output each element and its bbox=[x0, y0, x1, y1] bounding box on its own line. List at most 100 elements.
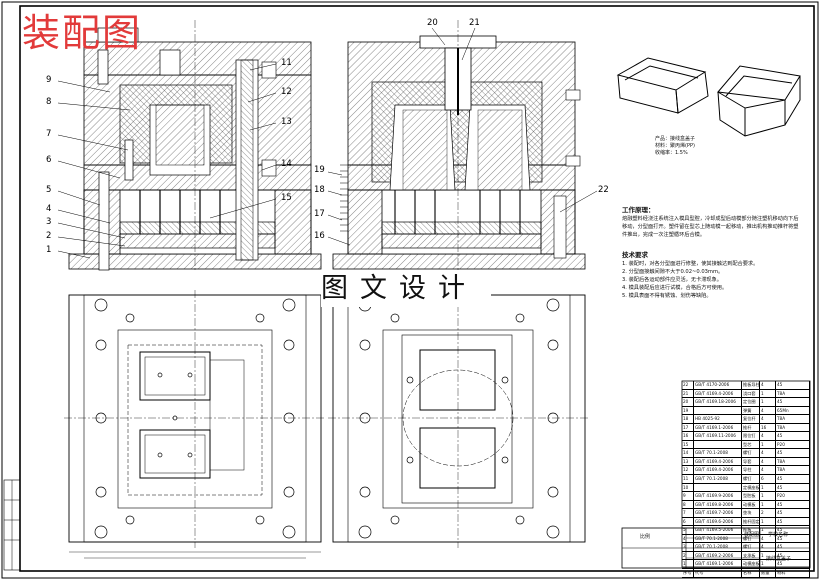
callout-20: 20 bbox=[427, 18, 438, 28]
banner-text: 图文设计 bbox=[321, 271, 491, 307]
bom-cell: 1 bbox=[760, 389, 776, 398]
bom-cell: 型腔板 bbox=[742, 492, 760, 500]
product-name: 产品：接线盒盖子 bbox=[655, 136, 696, 142]
bom-cell: 45 bbox=[776, 517, 810, 526]
bom-cell: 21 bbox=[682, 389, 694, 398]
bom-cell: 16 bbox=[682, 432, 694, 440]
tech-item: 4. 模具装配后应进行试模，合格后方可使用。 bbox=[622, 285, 728, 291]
bom-cell: 型芯 bbox=[742, 440, 760, 449]
bom-cell: 推板 bbox=[742, 526, 760, 534]
bom-cell: 动模板 bbox=[742, 500, 760, 509]
product-info: 产品：接线盒盖子 材料：聚丙烯(PP) 收缩率：1.5% bbox=[655, 136, 695, 157]
bom-cell: 45 bbox=[776, 483, 810, 492]
bom-cell: 20 bbox=[682, 398, 694, 406]
callout-8: 8 bbox=[46, 97, 52, 107]
bom-cell: 15 bbox=[682, 440, 694, 449]
callout-4: 4 bbox=[46, 204, 52, 214]
bom-cell: 7 bbox=[682, 509, 694, 517]
bom-cell: 45 bbox=[776, 432, 810, 440]
bom-row: 6GB/T 4169.6-2006推杆固定板145 bbox=[682, 517, 810, 527]
tech-item: 1. 装配时，对各分型面进行修整，使其接触达到配合要求。 bbox=[622, 261, 759, 267]
bom-cell: 4 bbox=[760, 406, 776, 415]
bom-cell: 4 bbox=[760, 543, 776, 551]
bom-cell: T8A bbox=[776, 415, 810, 423]
bom-cell: 材料 bbox=[776, 569, 810, 577]
callout-5: 5 bbox=[46, 185, 52, 195]
bom-cell: 45 bbox=[776, 449, 810, 457]
callout-7: 7 bbox=[46, 129, 52, 139]
bom-cell: 螺钉 bbox=[742, 449, 760, 457]
title-block-scale: 比例 bbox=[640, 534, 651, 540]
bom-cell: 1 bbox=[682, 560, 694, 569]
bom-cell: 8 bbox=[682, 500, 694, 509]
work-principle-text: 熔融塑料经浇注系统注入模具型腔，冷却成型后动模部分随注塑机移动向下后移动，分型面… bbox=[622, 216, 799, 238]
bom-cell: 数量 bbox=[760, 569, 776, 577]
bom-cell bbox=[694, 440, 742, 449]
bom-cell: 推杆固定板 bbox=[743, 517, 760, 526]
bom-cell: 限位钉 bbox=[742, 432, 760, 440]
bom-cell: 浇口套 bbox=[742, 389, 760, 398]
tech-item: 3. 装配后各运动部件应灵活，无卡滞现象。 bbox=[622, 277, 722, 283]
bom-cell: HB 4025-92 bbox=[694, 415, 742, 423]
bom-cell: 16 bbox=[760, 423, 776, 432]
callout-17: 17 bbox=[314, 209, 325, 219]
callout-12: 12 bbox=[281, 87, 292, 97]
callout-1: 1 bbox=[46, 245, 52, 255]
bom-cell: GB/T 4169.1-2006 bbox=[694, 560, 742, 569]
bom-cell: 17 bbox=[682, 423, 694, 432]
bom-cell: 名称 bbox=[742, 569, 760, 577]
bom-cell: 动模座板 bbox=[743, 560, 760, 569]
section-view-left bbox=[68, 20, 322, 272]
bom-cell: 45 bbox=[776, 551, 810, 560]
bom-cell: 螺钉 bbox=[742, 475, 760, 483]
callout-11: 11 bbox=[281, 58, 292, 68]
bom-cell: 螺钉 bbox=[742, 543, 760, 551]
bom-cell: 导套 bbox=[742, 457, 760, 466]
bom-cell: 45 bbox=[776, 475, 810, 483]
bom-cell: 45 bbox=[776, 560, 810, 569]
bom-cell: 19 bbox=[682, 406, 694, 415]
product-material: 材料：聚丙烯(PP) bbox=[655, 143, 695, 149]
callout-19: 19 bbox=[314, 165, 325, 175]
bom-cell: 1 bbox=[760, 526, 776, 534]
bom-cell: 45 bbox=[776, 398, 810, 406]
bom-cell: GB/T 4169.6-2006 bbox=[694, 517, 742, 526]
bom-cell: 65Mn bbox=[776, 406, 810, 415]
bom-cell: 4 bbox=[760, 381, 776, 389]
bom-cell: P20 bbox=[776, 492, 810, 500]
bom-cell: 4 bbox=[682, 534, 694, 543]
bom-cell: 4 bbox=[760, 415, 776, 423]
bom-cell: 1 bbox=[760, 483, 776, 492]
work-principle-title: 工作原理： bbox=[622, 206, 655, 214]
bom-cell: GB/T 4170-2006 bbox=[694, 381, 742, 389]
bom-cell: 1 bbox=[760, 517, 776, 526]
bom-cell: 5 bbox=[682, 526, 694, 534]
bom-cell: 13 bbox=[682, 457, 694, 466]
bom-cell: GB/T 70.1-2008 bbox=[694, 534, 742, 543]
bom-cell: 4 bbox=[760, 449, 776, 457]
bom-cell: 9 bbox=[682, 492, 694, 500]
bom-cell: P20 bbox=[776, 440, 810, 449]
bom-cell bbox=[694, 406, 742, 415]
bom-cell: GB/T 4169.9-2006 bbox=[694, 492, 742, 500]
bom-cell: 弹簧 bbox=[742, 406, 760, 415]
bom-cell: 定模座板 bbox=[743, 483, 760, 492]
bom-header-row: 序号代号名称数量材料 bbox=[682, 569, 810, 578]
callout-14: 14 bbox=[281, 159, 292, 169]
bom-cell: 序号 bbox=[682, 569, 694, 577]
bom-cell: 45 bbox=[776, 500, 810, 509]
bom-cell: 22 bbox=[682, 381, 694, 389]
